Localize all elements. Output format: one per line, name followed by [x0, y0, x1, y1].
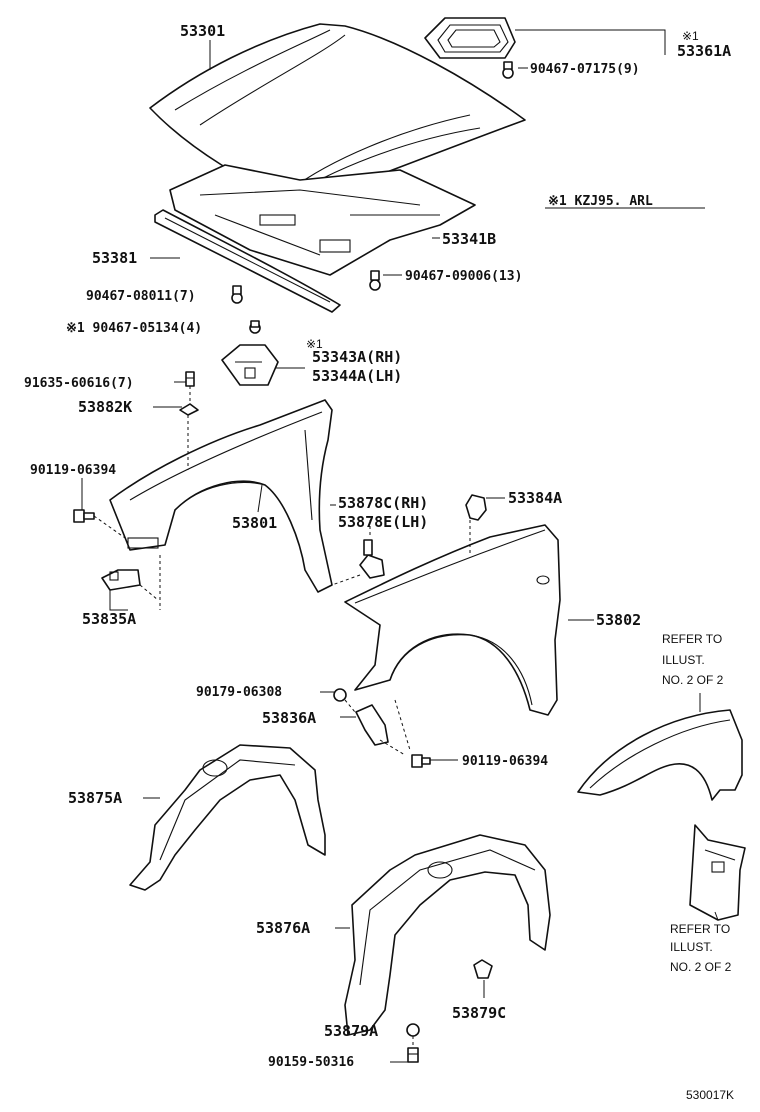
dashed-guides: [93, 386, 471, 1048]
bolt-90119-left-icon: [73, 509, 95, 523]
fender-bracket[interactable]: [221, 344, 279, 386]
label-90467-08011: 90467-08011(7): [86, 289, 196, 304]
label-91635-60616: 91635-60616(7): [24, 376, 134, 391]
label-53879a: 53879A: [324, 1022, 378, 1040]
fender-liner-53875a[interactable]: [129, 744, 326, 891]
bracket-53836a[interactable]: [355, 704, 389, 746]
label-53361a: 53361A: [677, 42, 731, 60]
screw-90159-icon: [407, 1047, 419, 1063]
label-53384a: 53384A: [508, 489, 562, 507]
label-53878c: 53878C(RH): [338, 494, 428, 512]
fender-inner-53801[interactable]: [109, 399, 333, 593]
label-53802: 53802: [596, 611, 641, 629]
label-refer-2-line-3: NO. 2 OF 2: [670, 960, 732, 974]
label-note-kzj95: ※1 KZJ95. ARL: [548, 194, 653, 209]
label-53882k: 53882K: [78, 398, 132, 416]
clip-90467-07175-icon: [502, 61, 514, 79]
label-refer-2-line-2: ILLUST.: [670, 940, 713, 954]
leader-lines: [81, 29, 719, 1063]
label-90179-06308: 90179-06308: [196, 685, 282, 700]
label-90467-05134: ※1 90467-05134(4): [66, 321, 202, 336]
diagram-id: 530017K: [686, 1088, 734, 1102]
hood-weatherstrip[interactable]: [154, 209, 341, 313]
hood-scoop[interactable]: [424, 17, 516, 59]
label-53876a: 53876A: [256, 919, 310, 937]
label-53801: 53801: [232, 514, 277, 532]
clip-90467-08011-icon: [231, 285, 243, 304]
label-90119-06394-left: 90119-06394: [30, 463, 116, 478]
clip-53878c-icon: [359, 539, 385, 579]
hood-insulator[interactable]: [169, 164, 476, 276]
label-refer-1-line-3: NO. 2 OF 2: [662, 673, 724, 687]
pad-53882k-icon: [179, 403, 199, 416]
clip-53879a-icon: [406, 1023, 420, 1037]
label-90159-50316: 90159-50316: [268, 1055, 354, 1070]
part-labels: 53301 ※1 53361A 90467-07175(9) ※1 KZJ95.…: [24, 22, 734, 1102]
label-refer-1-line-1: REFER TO: [662, 632, 722, 646]
label-note-mark-bracket: ※1: [306, 337, 323, 351]
bolt-90119-right-icon: [411, 754, 431, 768]
label-53879c: 53879C: [452, 1004, 506, 1022]
label-90467-09006: 90467-09006(13): [405, 269, 522, 284]
bolt-91635-icon: [185, 371, 195, 387]
clip-53879c-icon: [473, 959, 493, 979]
label-90467-07175: 90467-07175(9): [530, 62, 640, 77]
label-53343a: 53343A(RH): [312, 348, 402, 366]
label-53341b: 53341B: [442, 230, 496, 248]
nut-90179-icon: [333, 688, 347, 702]
front-fender-53802[interactable]: [344, 524, 561, 716]
fender-flare[interactable]: [577, 709, 743, 801]
label-53344a: 53344A(LH): [312, 367, 402, 385]
clip-90467-05134-icon: [249, 320, 261, 334]
bracket-53835a[interactable]: [101, 569, 141, 591]
mudguard[interactable]: [689, 824, 746, 921]
label-53835a: 53835A: [82, 610, 136, 628]
label-53878e: 53878E(LH): [338, 513, 428, 531]
label-53301: 53301: [180, 22, 225, 40]
label-53836a: 53836A: [262, 709, 316, 727]
label-90119-06394-right: 90119-06394: [462, 754, 548, 769]
label-note-mark-top: ※1: [682, 29, 699, 43]
label-53875a: 53875A: [68, 789, 122, 807]
fender-liner-53876a[interactable]: [344, 834, 551, 1036]
clip-53384a-icon: [465, 494, 487, 521]
label-refer-1-line-2: ILLUST.: [662, 653, 705, 667]
label-53381: 53381: [92, 249, 137, 267]
label-refer-2-line-1: REFER TO: [670, 922, 730, 936]
clip-90467-09006-icon: [369, 270, 381, 291]
